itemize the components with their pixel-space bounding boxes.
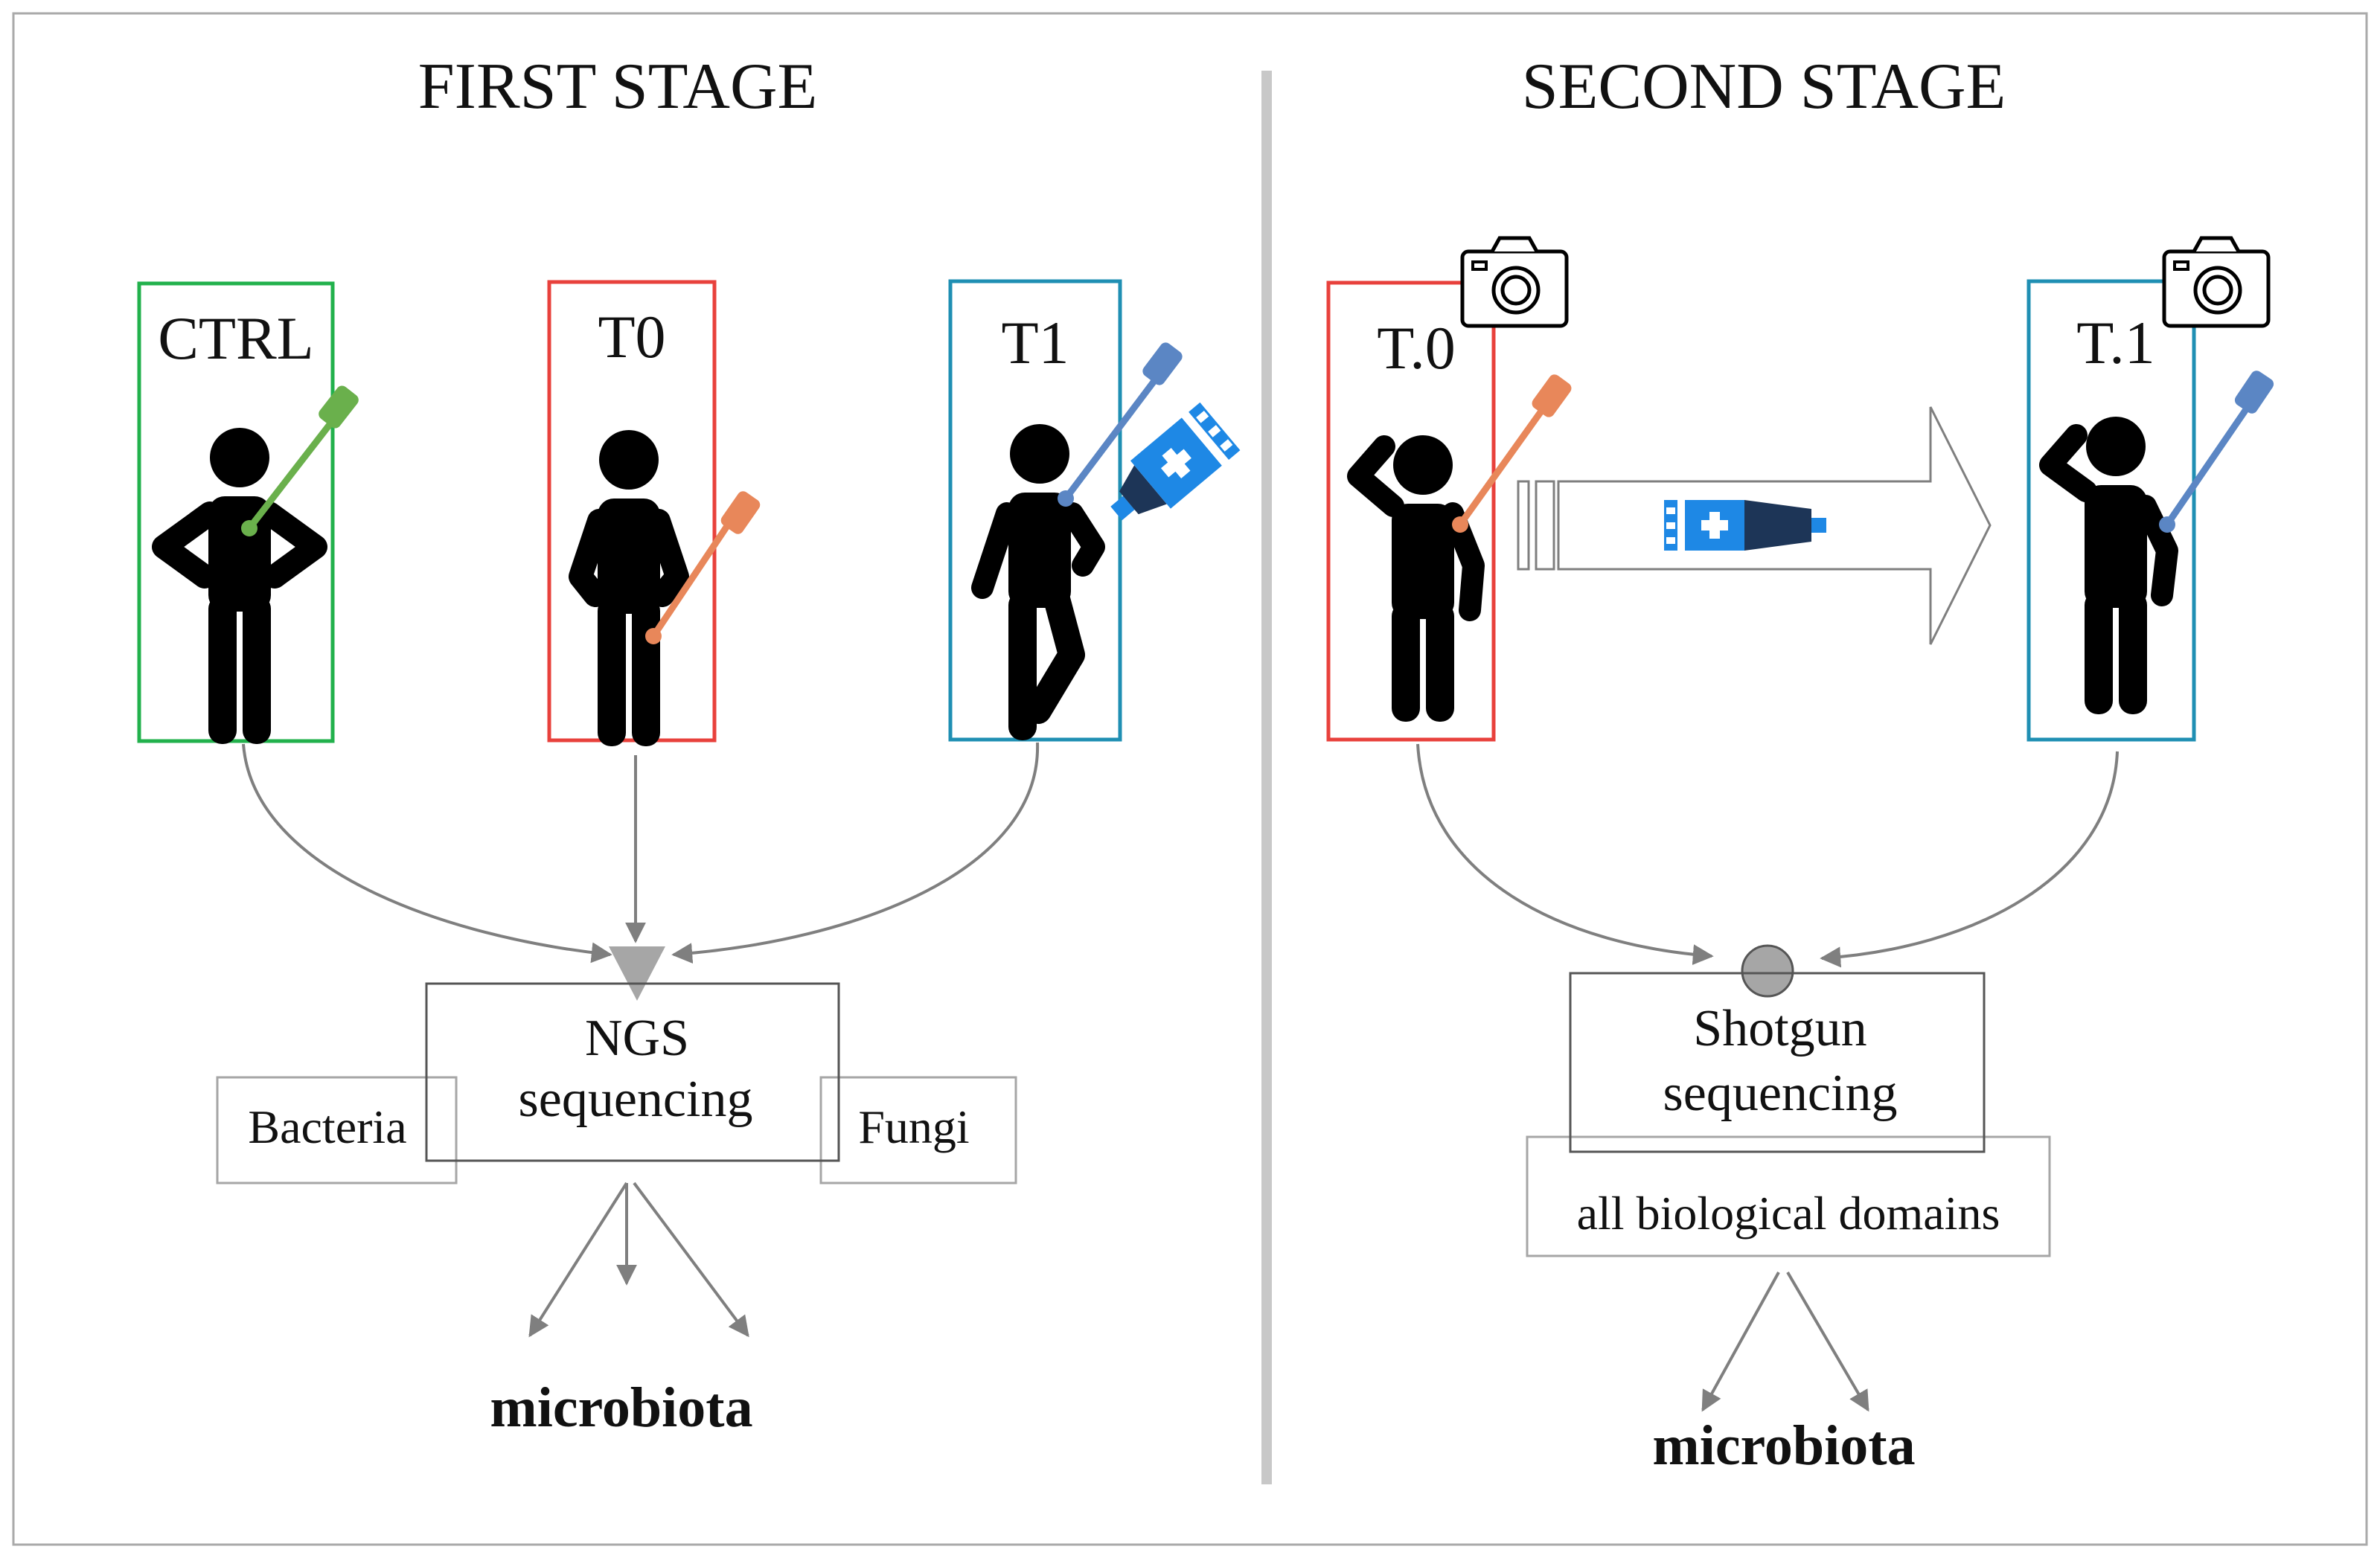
fungi-label: Fungi: [858, 1100, 969, 1153]
ctrl-frame: [137, 281, 335, 743]
ctrl-label: CTRL: [158, 304, 314, 372]
swab-icon: [645, 491, 761, 644]
first-stage-result: microbiota: [490, 1376, 752, 1439]
swab-icon: [1452, 374, 1572, 533]
second-stage-result: microbiota: [1652, 1414, 1915, 1477]
first-stage-title: FIRST STAGE: [418, 51, 818, 123]
camera-icon: [1462, 238, 1567, 326]
ngs-line1: NGS: [585, 1010, 689, 1067]
t-0-arrow: [1416, 743, 1714, 966]
person-icon: [152, 428, 327, 744]
shotgun-line1: Shotgun: [1693, 1000, 1866, 1057]
group-t-0: T.0: [1326, 238, 1572, 742]
group-t0: T0: [547, 280, 761, 746]
t-1-frame: [2026, 279, 2196, 742]
person-icon: [1347, 435, 1485, 722]
fungi-box: [819, 1076, 1017, 1184]
person-icon: [569, 430, 689, 746]
swab-icon: [241, 385, 359, 536]
shotgun-box: [1569, 972, 1986, 1153]
outer-border: [12, 12, 2368, 1546]
domains-box: [1526, 1135, 2051, 1257]
cream-tube-icon: [1664, 500, 1826, 551]
bacteria-label: Bacteria: [248, 1100, 406, 1153]
shotgun-output-arrows: [1701, 1271, 1869, 1412]
t-1-label: T.1: [2076, 309, 2155, 376]
camera-icon: [2164, 238, 2268, 326]
t0-frame: [547, 280, 717, 743]
merge-circle: [1741, 944, 1794, 998]
second-stage-title: SECOND STAGE: [1522, 51, 2006, 123]
person-icon: [2039, 417, 2178, 714]
group-t1: T1: [948, 279, 1241, 742]
merge-triangle: [609, 946, 665, 1001]
t-0-frame: [1326, 280, 1496, 742]
bacteria-box: [216, 1076, 458, 1184]
group-t-1: T.1: [2026, 238, 2274, 742]
t1-label: T1: [1001, 309, 1069, 376]
second-stage-arrows: [1416, 743, 2119, 968]
t1-arrow: [671, 742, 1040, 964]
group-ctrl: CTRL: [137, 281, 359, 744]
ngs-output-arrows: [528, 1182, 749, 1338]
swab-icon: [1058, 342, 1183, 507]
cream-tube-icon: [1110, 402, 1241, 521]
swab-icon: [2159, 371, 2274, 533]
first-stage-arrows: [242, 742, 1040, 964]
shotgun-line2: sequencing: [1663, 1065, 1898, 1122]
t0-label: T0: [598, 303, 665, 371]
stage-divider: [1261, 71, 1272, 1484]
ngs-box: [425, 982, 840, 1162]
t-0-label: T.0: [1377, 314, 1456, 382]
ctrl-arrow: [242, 743, 612, 964]
domains-label: all biological domains: [1577, 1187, 2000, 1240]
ngs-line2: sequencing: [519, 1071, 753, 1128]
person-icon: [971, 424, 1105, 740]
t-1-arrow: [1820, 751, 2119, 968]
